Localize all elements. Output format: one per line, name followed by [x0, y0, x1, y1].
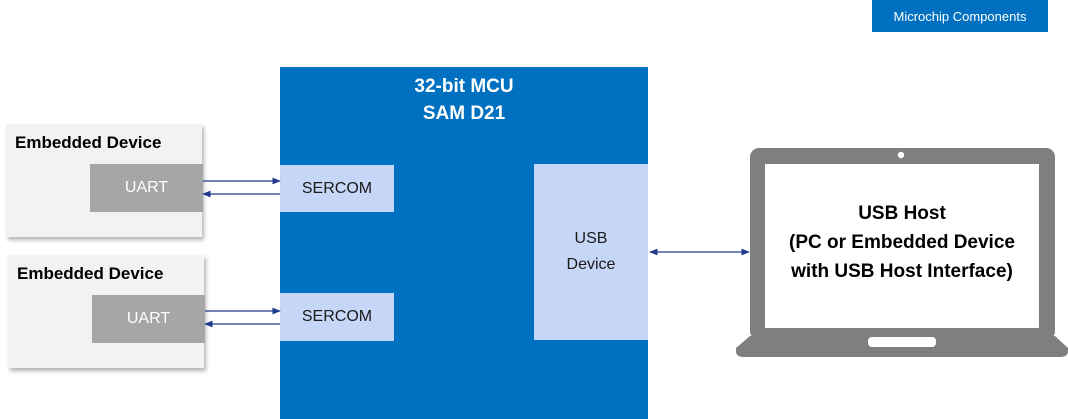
uart-block-1: UART — [90, 164, 203, 212]
legend-microchip-components: Microchip Components — [872, 0, 1048, 32]
mcu-title-line2: SAM D21 — [422, 103, 506, 124]
embedded-device-2-title: Embedded Device — [17, 264, 164, 283]
usb-host-line2: (PC or Embedded Device — [789, 232, 1015, 253]
usb-device-line1: USB — [574, 230, 608, 247]
mcu-title: 32-bit MCU SAM D21 — [280, 73, 648, 127]
mcu-title-line1: 32-bit MCU — [414, 76, 514, 97]
embedded-device-1-title: Embedded Device — [15, 133, 162, 152]
usb-device-line2: Device — [566, 256, 616, 273]
sercom-block-2: SERCOM — [280, 293, 394, 341]
laptop-icon — [736, 148, 1068, 357]
usb-host-label: USB Host (PC or Embedded Device with USB… — [765, 199, 1039, 286]
uart-block-2: UART — [92, 295, 205, 343]
embedded-device-2: Embedded Device UART — [8, 255, 205, 368]
usb-host-line3: with USB Host Interface) — [791, 261, 1013, 282]
embedded-device-1: Embedded Device UART — [6, 124, 203, 237]
sercom-block-1: SERCOM — [280, 165, 394, 212]
usb-host-line1: USB Host — [858, 203, 946, 224]
usb-device-block: USB Device — [534, 164, 648, 340]
